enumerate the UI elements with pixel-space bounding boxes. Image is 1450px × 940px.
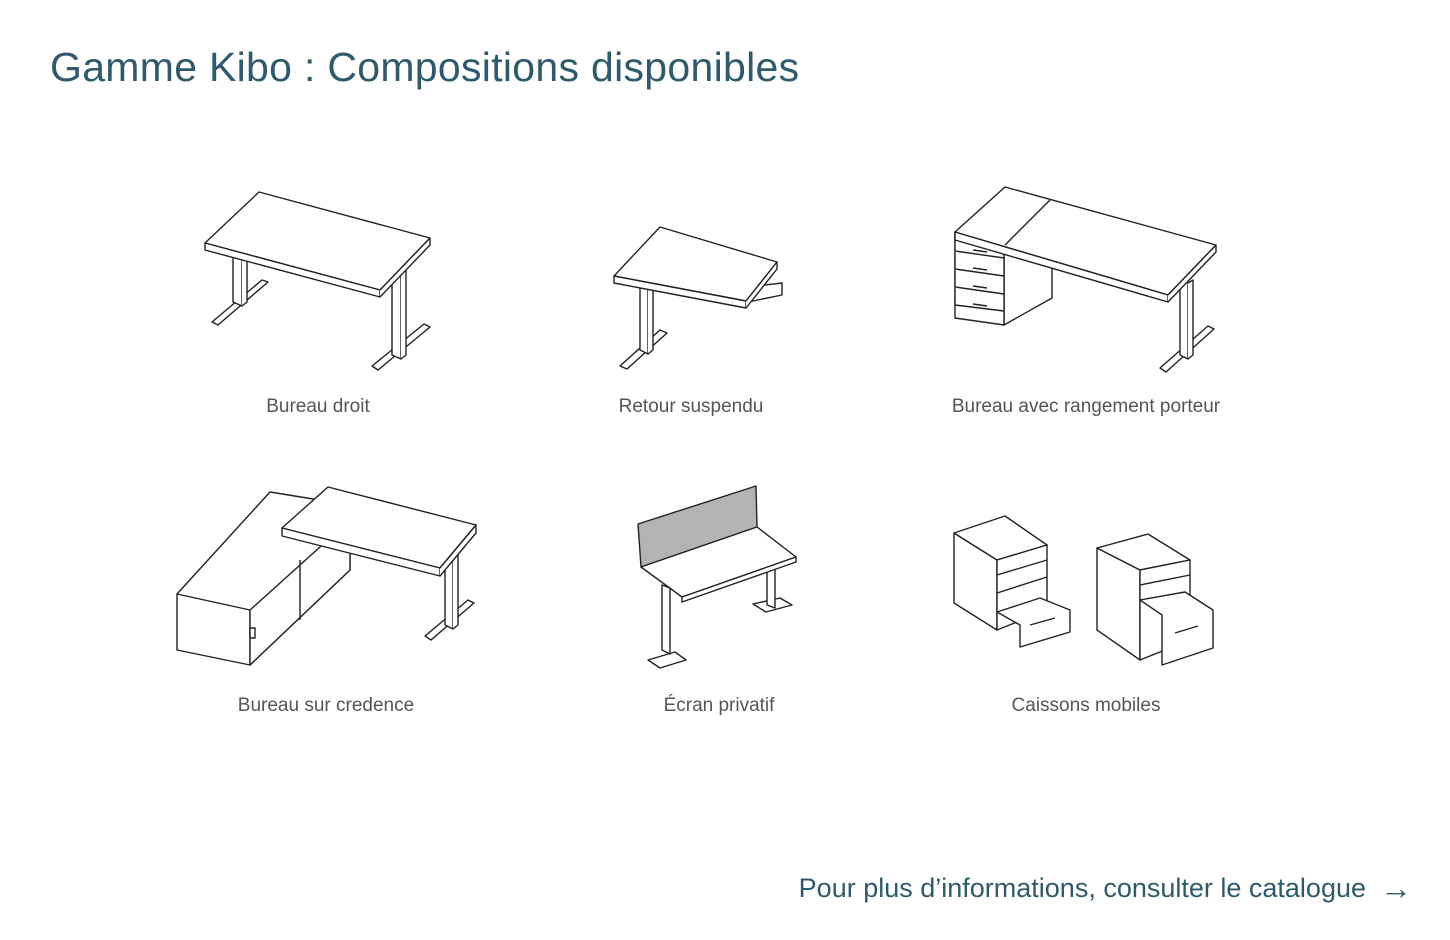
caption-ecran-privatif: Écran privatif (663, 695, 775, 716)
page-title: Gamme Kibo : Compositions disponibles (50, 44, 800, 90)
caption-bureau-credence: Bureau sur credence (237, 695, 415, 716)
arrow-right-icon: → (1380, 870, 1412, 906)
caption-retour-suspendu: Retour suspendu (618, 396, 764, 417)
caption-bureau-droit: Bureau droit (266, 396, 370, 417)
catalogue-link-text: Pour plus d’informations, consulter le c… (798, 872, 1366, 903)
caption-caissons-mobiles: Caissons mobiles (1011, 695, 1161, 716)
catalogue-link[interactable]: Pour plus d’informations, consulter le c… (799, 872, 1412, 904)
caption-bureau-rangement: Bureau avec rangement porteur (951, 396, 1221, 417)
